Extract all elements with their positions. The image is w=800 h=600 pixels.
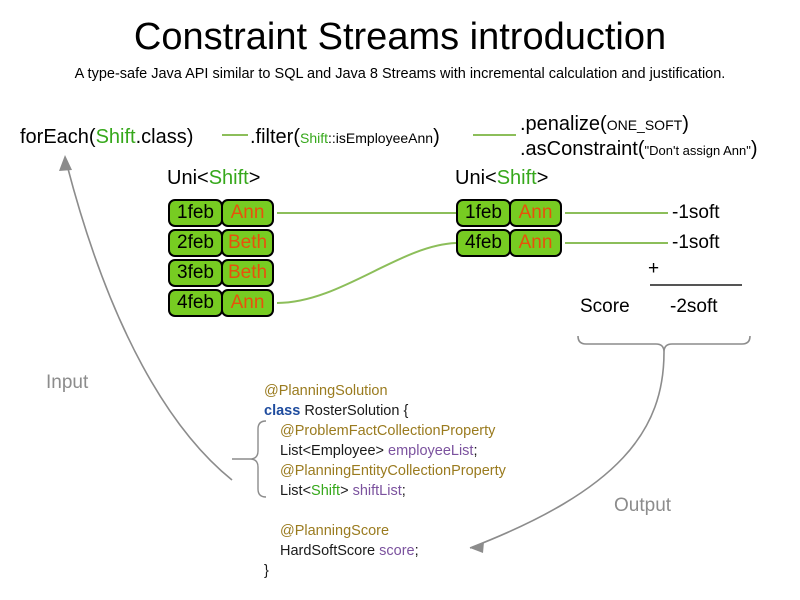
code-line: List<Employee> employeeList;	[264, 441, 506, 461]
code-line: }	[264, 561, 506, 581]
tuple-date: 1feb	[168, 199, 223, 227]
filter-type: Shift	[300, 130, 329, 146]
for-each-suffix: .class)	[135, 126, 194, 148]
code-token: @PlanningScore	[280, 523, 390, 539]
as-constraint-arg: "Don't assign Ann"	[644, 143, 751, 158]
code-token: ;	[473, 443, 478, 459]
code-token: >	[340, 483, 353, 499]
sum-operator: +	[648, 258, 660, 279]
expr-as-constraint[interactable]: .asConstraint("Don't assign Ann")	[520, 138, 758, 161]
code-token: ;	[401, 483, 406, 499]
tuple-employee: Beth	[221, 259, 274, 287]
expr-for-each[interactable]: forEach(Shift.class)	[20, 126, 193, 149]
code-token: HardSoftScore	[280, 543, 380, 559]
tuple-date: 3feb	[168, 259, 223, 287]
code-line: List<Shift> shiftList;	[264, 481, 506, 501]
code-token	[264, 503, 268, 519]
tuple-employee: Ann	[221, 289, 274, 317]
score-brace	[577, 335, 751, 353]
code-token: Shift	[311, 483, 341, 499]
penalty-value-1: -1soft	[672, 202, 720, 223]
filter-method: ::isEmployeeAnn	[328, 130, 434, 146]
code-token: List<Employee>	[280, 443, 389, 459]
code-line: class RosterSolution {	[264, 401, 506, 421]
for-each-type: Shift	[95, 126, 136, 148]
input-arrow-head	[59, 155, 72, 171]
output-label: Output	[614, 495, 672, 516]
code-token: class	[264, 403, 301, 419]
penalize-arg: ONE_SOFT	[606, 117, 683, 133]
uni-left-suffix: >	[248, 167, 261, 189]
tuple-employee: Ann	[509, 229, 562, 257]
code-token: @PlanningEntityCollectionProperty	[280, 463, 506, 479]
code-token: RosterSolution {	[300, 403, 409, 419]
tuple-date: 1feb	[456, 199, 511, 227]
score-total: -2soft	[670, 296, 718, 317]
tuple-employee: Ann	[221, 199, 274, 227]
code-block: @PlanningSolution class RosterSolution { @…	[264, 381, 506, 581]
uni-left-type: Shift	[208, 167, 249, 189]
page-subtitle: A type-safe Java API similar to SQL and …	[74, 66, 726, 82]
code-line: HardSoftScore score;	[264, 541, 506, 561]
code-token: shiftList	[352, 483, 402, 499]
page-title: Constraint Streams introduction	[133, 16, 667, 58]
code-token: @ProblemFactCollectionProperty	[280, 423, 496, 439]
code-token: @PlanningSolution	[264, 383, 388, 399]
score-label: Score	[580, 296, 630, 317]
tuple-date: 4feb	[168, 289, 223, 317]
input-label: Input	[46, 372, 89, 393]
sum-rule-line	[650, 284, 742, 286]
expr-penalize[interactable]: .penalize(ONE_SOFT)	[520, 113, 689, 136]
expr-filter[interactable]: .filter(Shift::isEmployeeAnn)	[250, 126, 440, 149]
uni-right-type: Shift	[496, 167, 537, 189]
code-token: List<	[280, 483, 312, 499]
code-line: @PlanningSolution	[264, 381, 506, 401]
code-line: @ProblemFactCollectionProperty	[264, 421, 506, 441]
penalize-prefix: .penalize(	[520, 113, 607, 135]
uni-right-prefix: Uni<	[455, 167, 497, 189]
tuple-date: 2feb	[168, 229, 223, 257]
stream-curve-4feb	[276, 242, 457, 304]
code-line: @PlanningEntityCollectionProperty	[264, 461, 506, 481]
code-line	[264, 501, 506, 521]
as-constraint-suffix: )	[750, 138, 758, 160]
code-token: employeeList	[388, 443, 474, 459]
filter-prefix: .filter(	[250, 126, 300, 148]
for-each-prefix: forEach(	[20, 126, 96, 148]
uni-right-suffix: >	[536, 167, 549, 189]
as-constraint-prefix: .asConstraint(	[520, 138, 645, 160]
penalty-value-2: -1soft	[672, 232, 720, 253]
tuple-employee: Beth	[221, 229, 274, 257]
filter-suffix: )	[433, 126, 440, 148]
uni-label-left: Uni<Shift>	[167, 167, 260, 190]
code-line: @PlanningScore	[264, 521, 506, 541]
code-token: score	[379, 543, 415, 559]
tuple-date: 4feb	[456, 229, 511, 257]
uni-label-right: Uni<Shift>	[455, 167, 548, 190]
code-token: }	[264, 563, 269, 579]
penalize-suffix: )	[682, 113, 689, 135]
uni-left-prefix: Uni<	[167, 167, 209, 189]
tuple-employee: Ann	[509, 199, 562, 227]
code-token: ;	[414, 543, 419, 559]
